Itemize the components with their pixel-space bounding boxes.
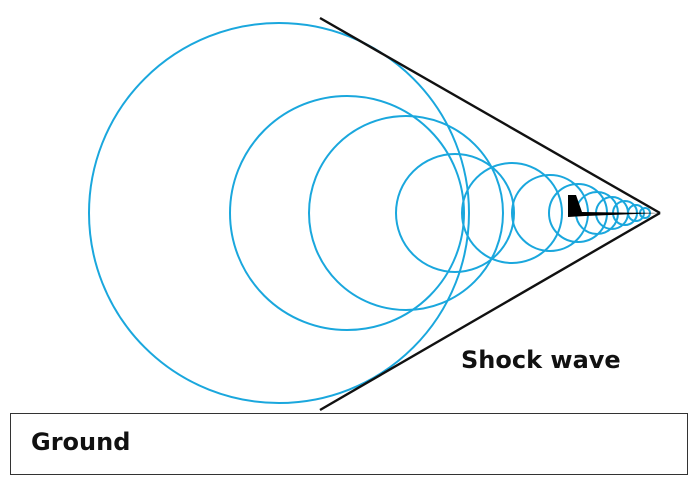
wavefront-circle-1 — [88, 22, 470, 404]
wavefront-circle-4 — [395, 153, 515, 273]
shock-wave-line-upper — [319, 16, 661, 215]
wavefront-circle-5 — [461, 162, 563, 264]
ground-label: Ground — [31, 428, 131, 456]
wavefront-circle-2 — [229, 95, 465, 331]
shock-wave-label: Shock wave — [461, 346, 621, 374]
shock-wave-line-lower — [319, 211, 661, 412]
wavefront-circle-3 — [308, 115, 504, 311]
aircraft-silhouette-icon — [568, 195, 660, 217]
ground-box: Ground — [10, 413, 688, 475]
